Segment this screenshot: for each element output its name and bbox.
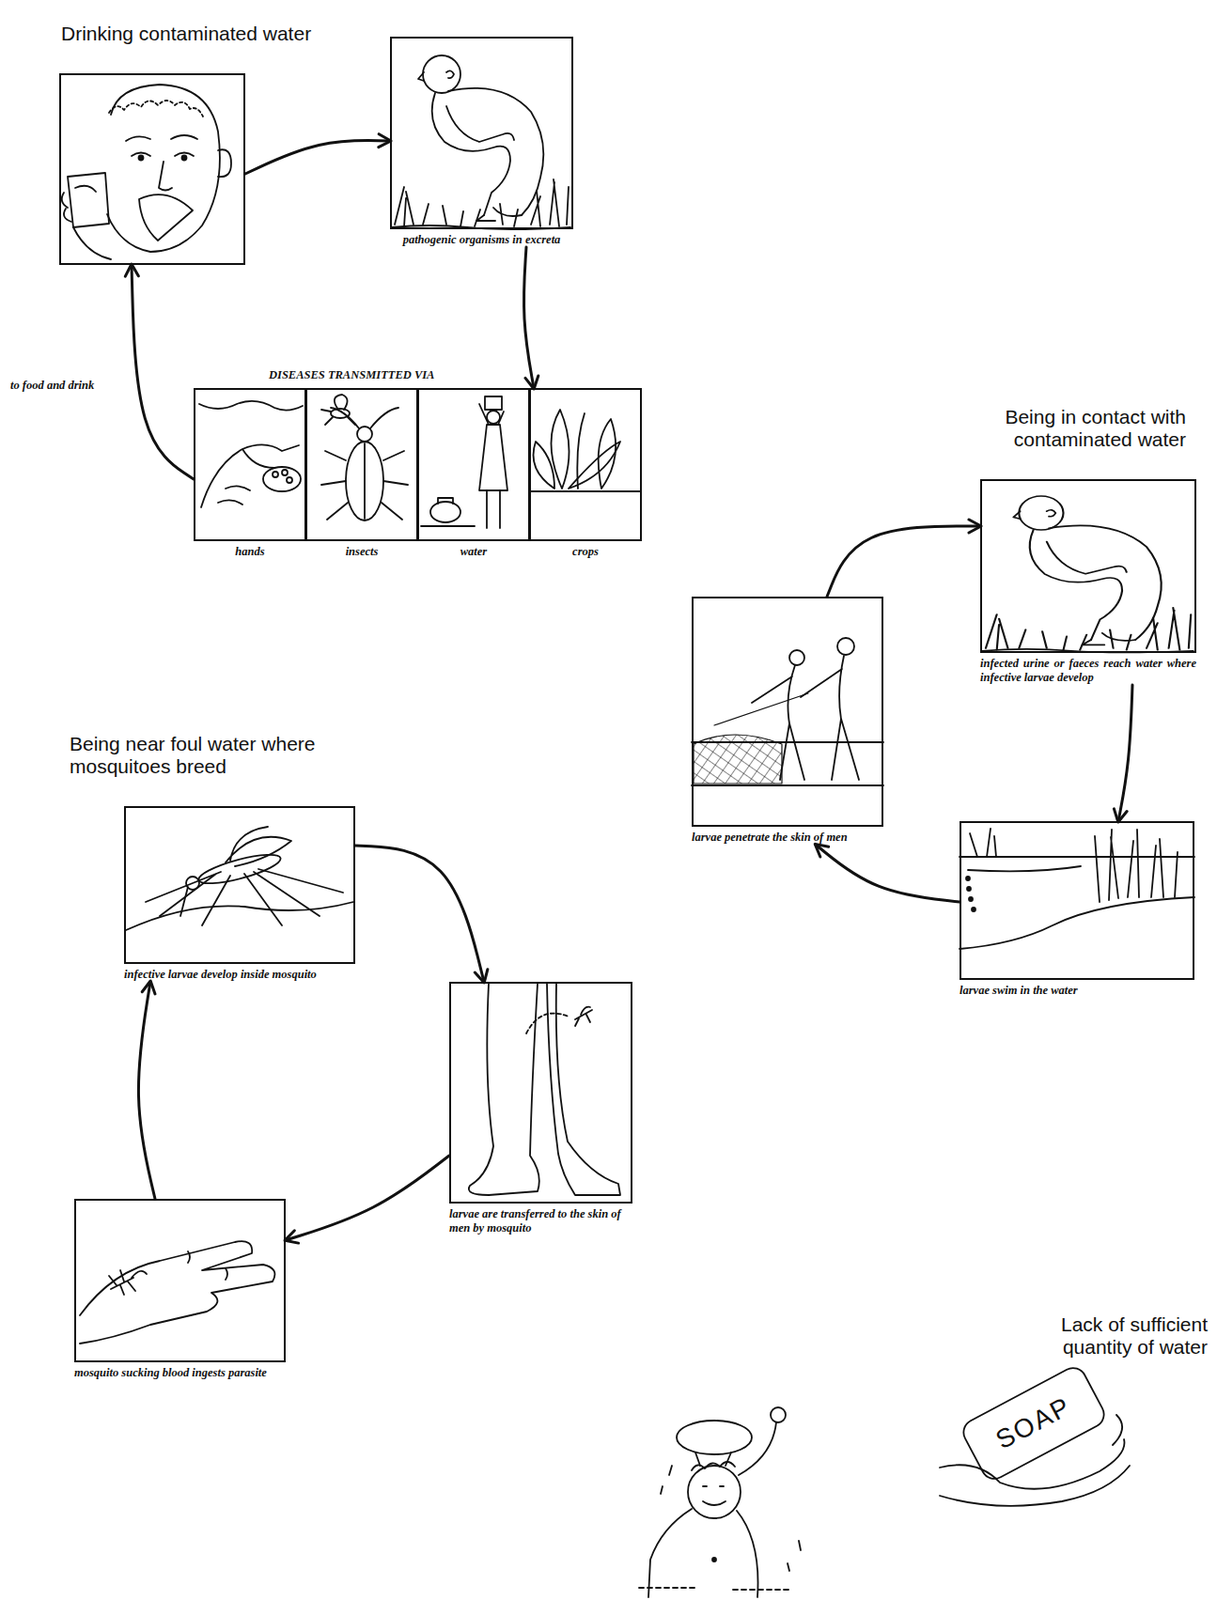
- picture-panel: Being in contact with contaminated water…: [980, 479, 1197, 686]
- picture-frame: [193, 388, 307, 542]
- water-picture: [421, 396, 508, 529]
- strip-panel: crops: [529, 388, 642, 560]
- squatting-man: [982, 496, 1193, 654]
- section-heading: Being near foul water where mosquitoes b…: [69, 733, 324, 779]
- picture-frame: [529, 388, 642, 542]
- section-heading: Drinking contaminated water: [61, 22, 381, 46]
- picture-panel: pathogenic organisms in excreta: [390, 36, 574, 248]
- picture-panel: larvae penetrate the skin of men: [691, 596, 884, 845]
- picture-caption: crops: [529, 545, 642, 560]
- strip-panel: water: [417, 388, 531, 560]
- picture-panel: Being near foul water where mosquitoes b…: [124, 806, 356, 983]
- picture-caption: pathogenic organisms in excreta: [390, 233, 574, 248]
- soap-hand-picture: [939, 1363, 1130, 1507]
- section-heading: Lack of sufficient quantity of water: [1005, 1313, 1208, 1359]
- cycle-arrow: [524, 247, 534, 389]
- fishermen-picture: [691, 638, 884, 786]
- soap-lettering: SOAP: [991, 1391, 1077, 1457]
- picture-caption: insects: [305, 545, 419, 560]
- picture-caption: larvae penetrate the skin of men: [691, 830, 884, 845]
- panel-strip: DISEASES TRANSMITTED VIAhandsinsectswate…: [193, 388, 642, 572]
- picture-panel: mosquito sucking blood ingests parasite: [74, 1199, 286, 1381]
- squatting-man: [391, 55, 571, 230]
- picture-frame: [980, 479, 1197, 654]
- picture-frame: [959, 821, 1195, 981]
- picture-caption: infective larvae develop inside mosquito: [124, 967, 356, 983]
- crops-picture: [529, 409, 641, 492]
- picture-frame: [305, 388, 419, 542]
- drinking-man: [62, 84, 232, 260]
- cycle-arrow: [131, 265, 194, 480]
- cycle-arrow: [285, 1155, 450, 1241]
- mosquito-on-skin-picture: [125, 826, 354, 931]
- picture-panel: Drinking contaminated water: [59, 73, 246, 266]
- picture-caption: water: [417, 545, 531, 560]
- legs-picture: [468, 983, 621, 1196]
- picture-caption: larvae swim in the water: [959, 983, 1195, 999]
- hands-picture: [199, 401, 303, 508]
- picture-caption: hands: [193, 545, 307, 560]
- strip-panel: insects: [305, 388, 419, 560]
- hand-picture: [79, 1241, 275, 1344]
- picture-panel: larvae swim in the water: [959, 821, 1195, 999]
- picture-caption: larvae are transferred to the skin of me…: [449, 1207, 633, 1236]
- boy-washing-picture: [639, 1407, 801, 1598]
- picture-frame: [59, 73, 246, 266]
- picture-caption: mosquito sucking blood ingests parasite: [74, 1366, 286, 1381]
- insects-picture: [321, 394, 408, 521]
- picture-frame: [74, 1199, 286, 1363]
- picture-frame: [390, 36, 574, 230]
- picture-caption: infected urine or faeces reach water whe…: [980, 656, 1197, 686]
- larvae-water-picture: [959, 828, 1195, 950]
- picture-panel: larvae are transferred to the skin of me…: [449, 982, 633, 1236]
- section-heading: Being in contact with contaminated water: [951, 405, 1186, 452]
- picture-frame: [124, 806, 356, 965]
- section-heading: DISEASES TRANSMITTED VIA: [268, 368, 551, 383]
- cycle-arrow: [1118, 685, 1133, 822]
- picture-frame: [417, 388, 531, 542]
- arrow-label: to food and drink: [7, 377, 97, 394]
- cycle-arrow: [815, 844, 960, 903]
- picture-frame: [691, 596, 884, 827]
- strip-panel: hands: [193, 388, 307, 560]
- cycle-arrow: [355, 845, 484, 983]
- cycle-arrow: [826, 526, 981, 597]
- picture-frame: [449, 982, 633, 1204]
- cycle-arrow: [138, 982, 156, 1200]
- cycle-arrow: [245, 140, 391, 174]
